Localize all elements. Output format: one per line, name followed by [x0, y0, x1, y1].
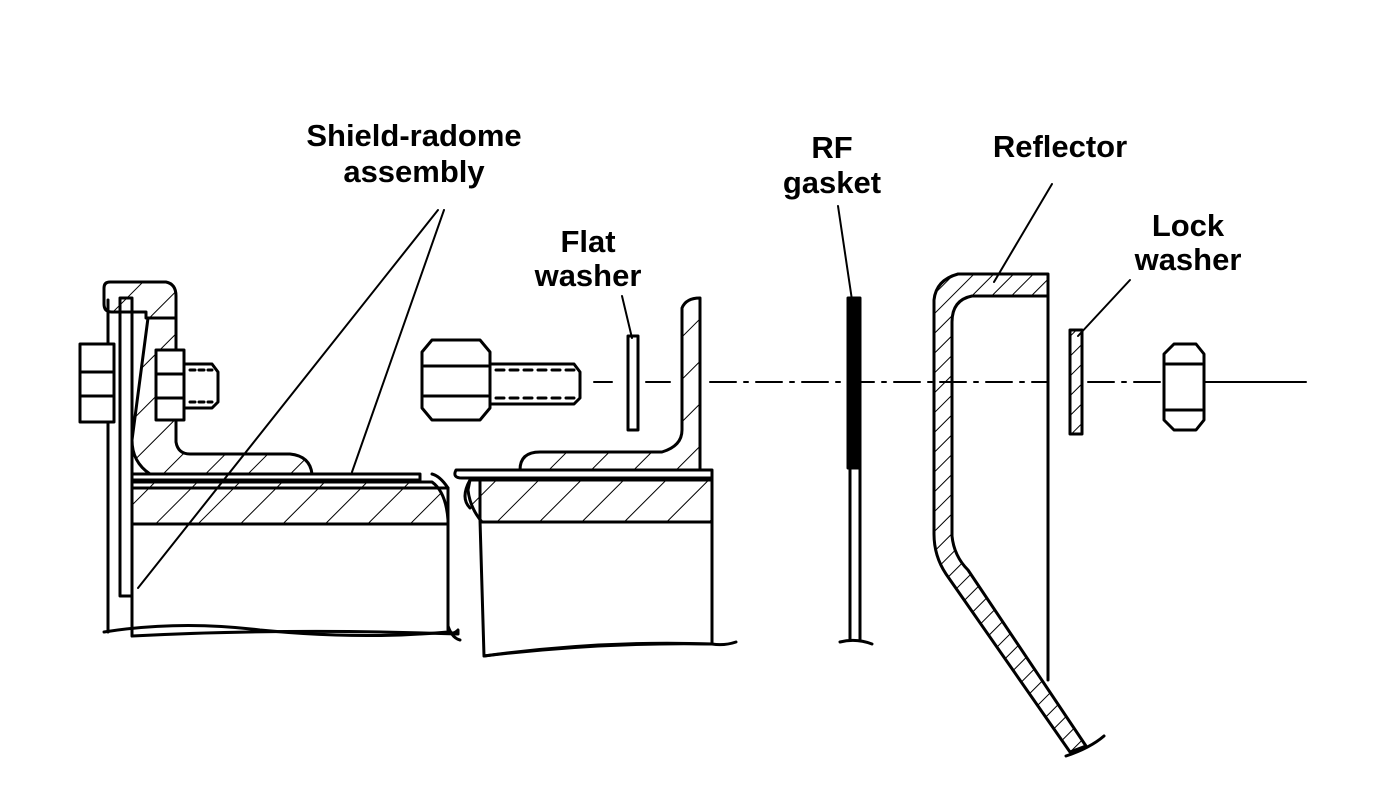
angle-bracket [518, 296, 702, 472]
reflector [932, 272, 1106, 758]
leader-lock-washer [1077, 279, 1131, 337]
label-lock-washer-line2: washer [1134, 242, 1242, 277]
leader-shield-2 [351, 209, 445, 473]
leader-rf-gasket [837, 205, 853, 301]
lock-washer [1068, 328, 1084, 436]
label-rf-gasket-line1: RF [811, 130, 852, 165]
label-shield-radome: Shield-radome assembly [306, 118, 521, 189]
label-reflector-line1: Reflector [993, 129, 1127, 164]
label-flat-washer-line2: washer [534, 258, 642, 293]
label-shield-radome-line2: assembly [343, 154, 485, 189]
label-rf-gasket: RF gasket [783, 130, 881, 200]
leader-reflector [993, 183, 1053, 283]
leader-flat-washer [621, 295, 633, 339]
label-lock-washer: Lock washer [1134, 208, 1242, 277]
shield-radome-right-section [453, 296, 738, 658]
rf-gasket [838, 296, 874, 646]
flat-washer [626, 334, 640, 432]
leader-shield-1 [137, 209, 439, 589]
hex-nut [1162, 342, 1206, 432]
shield-radome-assembly [78, 280, 462, 642]
label-shield-radome-line1: Shield-radome [306, 118, 521, 153]
label-rf-gasket-line2: gasket [783, 165, 881, 200]
label-flat-washer: Flat washer [534, 224, 642, 293]
bolt [420, 338, 582, 422]
label-lock-washer-line1: Lock [1152, 208, 1225, 243]
leader-lines [137, 183, 1131, 589]
label-reflector: Reflector [993, 129, 1127, 164]
label-flat-washer-line1: Flat [560, 224, 615, 259]
